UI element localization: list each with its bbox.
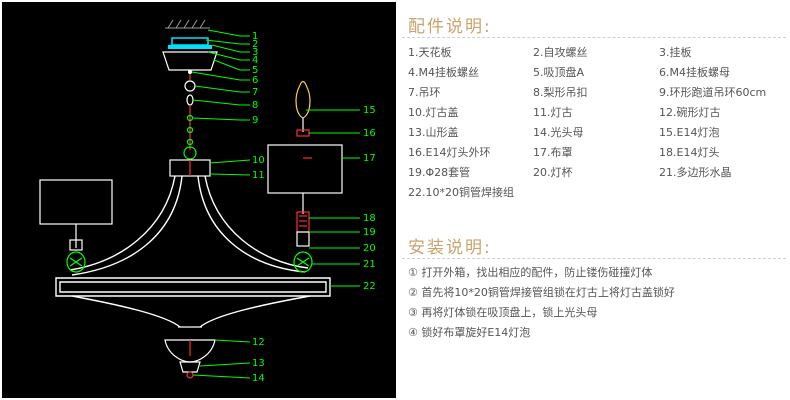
part-item: 11.灯古	[533, 106, 573, 119]
part-item: 12.碗形灯古	[659, 106, 721, 119]
callout-19: 19	[363, 227, 376, 238]
callout-6: 6	[252, 75, 258, 86]
ceiling-canopy	[162, 37, 218, 74]
callout-3: 3	[252, 47, 258, 58]
part-item: 21.多边形水晶	[659, 166, 732, 179]
arms	[55, 175, 331, 328]
callout-8: 8	[252, 100, 258, 111]
part-item: 22.10*20铜管焊接组	[408, 186, 514, 199]
callout-11: 11	[252, 170, 265, 181]
part-item: 7.吊环	[408, 86, 441, 99]
diagram-background	[2, 2, 396, 398]
part-item: 18.E14灯头	[659, 146, 720, 159]
left-lampshade	[39, 179, 113, 273]
part-item: 9.环形跑道吊环60cm	[659, 86, 767, 99]
callout-17: 17	[363, 153, 376, 164]
parts-title: 配件说明:	[408, 17, 492, 37]
callout-14: 14	[252, 373, 265, 384]
callout-7: 7	[252, 87, 258, 98]
part-item: 16.E14灯头外环	[408, 146, 491, 159]
part-item: 3.挂板	[659, 46, 692, 59]
parts-divider	[402, 37, 786, 38]
part-item: 17.布罩	[533, 146, 573, 159]
part-item: 1.天花板	[408, 46, 452, 59]
part-item: 14.光头母	[533, 126, 584, 139]
callout-1: 1	[252, 31, 258, 42]
part-item: 15.E14灯泡	[659, 126, 720, 139]
part-item: 19.Φ28套管	[408, 166, 471, 179]
install-step-1: ① 打开外箱，找出相应的配件，防止镂伤碰撞灯体	[408, 266, 653, 279]
callout-4: 4	[252, 55, 258, 66]
callout-numbers: 1 2 3 4 5 6 7 8 9 10 11 12 13 14 15 16 1…	[252, 31, 376, 384]
callout-leaders	[191, 29, 360, 379]
callout-21: 21	[363, 259, 376, 270]
part-item: 20.灯杯	[533, 166, 573, 179]
part-item: 5.吸顶盘A	[533, 66, 585, 79]
callout-9: 9	[252, 115, 258, 126]
part-item: 10.灯古盖	[408, 106, 459, 119]
install-divider	[402, 258, 786, 259]
hub	[169, 159, 211, 177]
part-item: 13.山形盖	[408, 126, 459, 139]
part-item: 8.梨形吊扣	[533, 86, 588, 99]
install-step-4: ④ 锁好布罩旋好E14灯泡	[408, 326, 531, 339]
ceiling-hatch	[165, 19, 210, 29]
callout-15: 15	[363, 105, 376, 116]
callout-22: 22	[363, 281, 376, 292]
part-item: 4.M4挂板螺丝	[408, 66, 479, 79]
install-title: 安装说明:	[408, 238, 492, 258]
callout-5: 5	[252, 65, 258, 76]
callout-2: 2	[252, 39, 258, 50]
right-lamp	[267, 80, 343, 273]
callout-13: 13	[252, 358, 265, 369]
install-step-3: ③ 再将灯体锁在吸顶盘上，锁上光头母	[408, 306, 598, 319]
callout-12: 12	[252, 337, 265, 348]
callout-20: 20	[363, 243, 376, 254]
part-item: 2.自攻螺丝	[533, 46, 588, 59]
callout-10: 10	[252, 155, 265, 166]
part-item: 6.M4挂板螺母	[659, 66, 730, 79]
callout-18: 18	[363, 213, 376, 224]
callout-16: 16	[363, 128, 376, 139]
install-step-2: ② 首先将10*20铜管焊接管组锁在灯古上将灯古盖锁好	[408, 286, 675, 299]
bottom-bowl	[164, 326, 216, 379]
